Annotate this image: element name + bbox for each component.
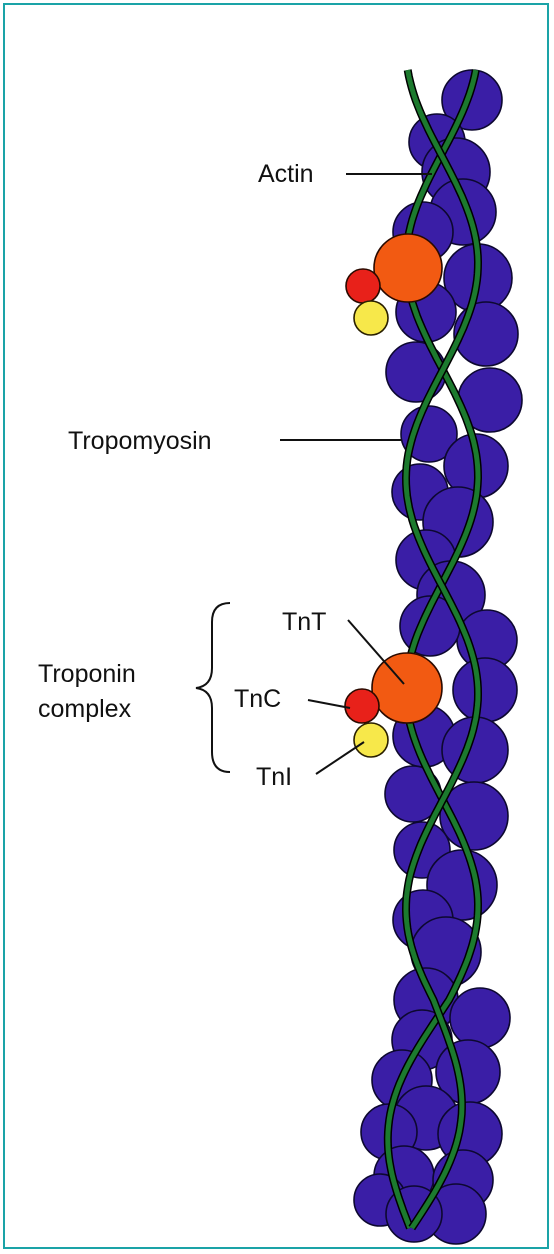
tropomyosin-label: Tropomyosin [68, 427, 212, 455]
tnt-subunit-upper [374, 234, 442, 302]
actin-label: Actin [258, 160, 314, 188]
tnc-label: TnC [234, 685, 281, 713]
tni-subunit-upper [354, 301, 388, 335]
actin-monomer [453, 658, 517, 722]
tnc-subunit-upper [346, 269, 380, 303]
actin-monomer [450, 988, 510, 1048]
troponin-complex-label-line2: complex [38, 695, 132, 723]
tni-subunit-lower [354, 723, 388, 757]
tnt-label: TnT [282, 608, 326, 636]
tni-leader-line [316, 742, 364, 774]
troponin-complex-label-line1: Troponin [38, 660, 136, 688]
troponin-brace [196, 603, 230, 772]
tnc-subunit-lower [345, 689, 379, 723]
tni-label: TnI [256, 763, 292, 791]
tnt-subunit-lower [372, 653, 442, 723]
tnc-leader-line [308, 700, 350, 708]
